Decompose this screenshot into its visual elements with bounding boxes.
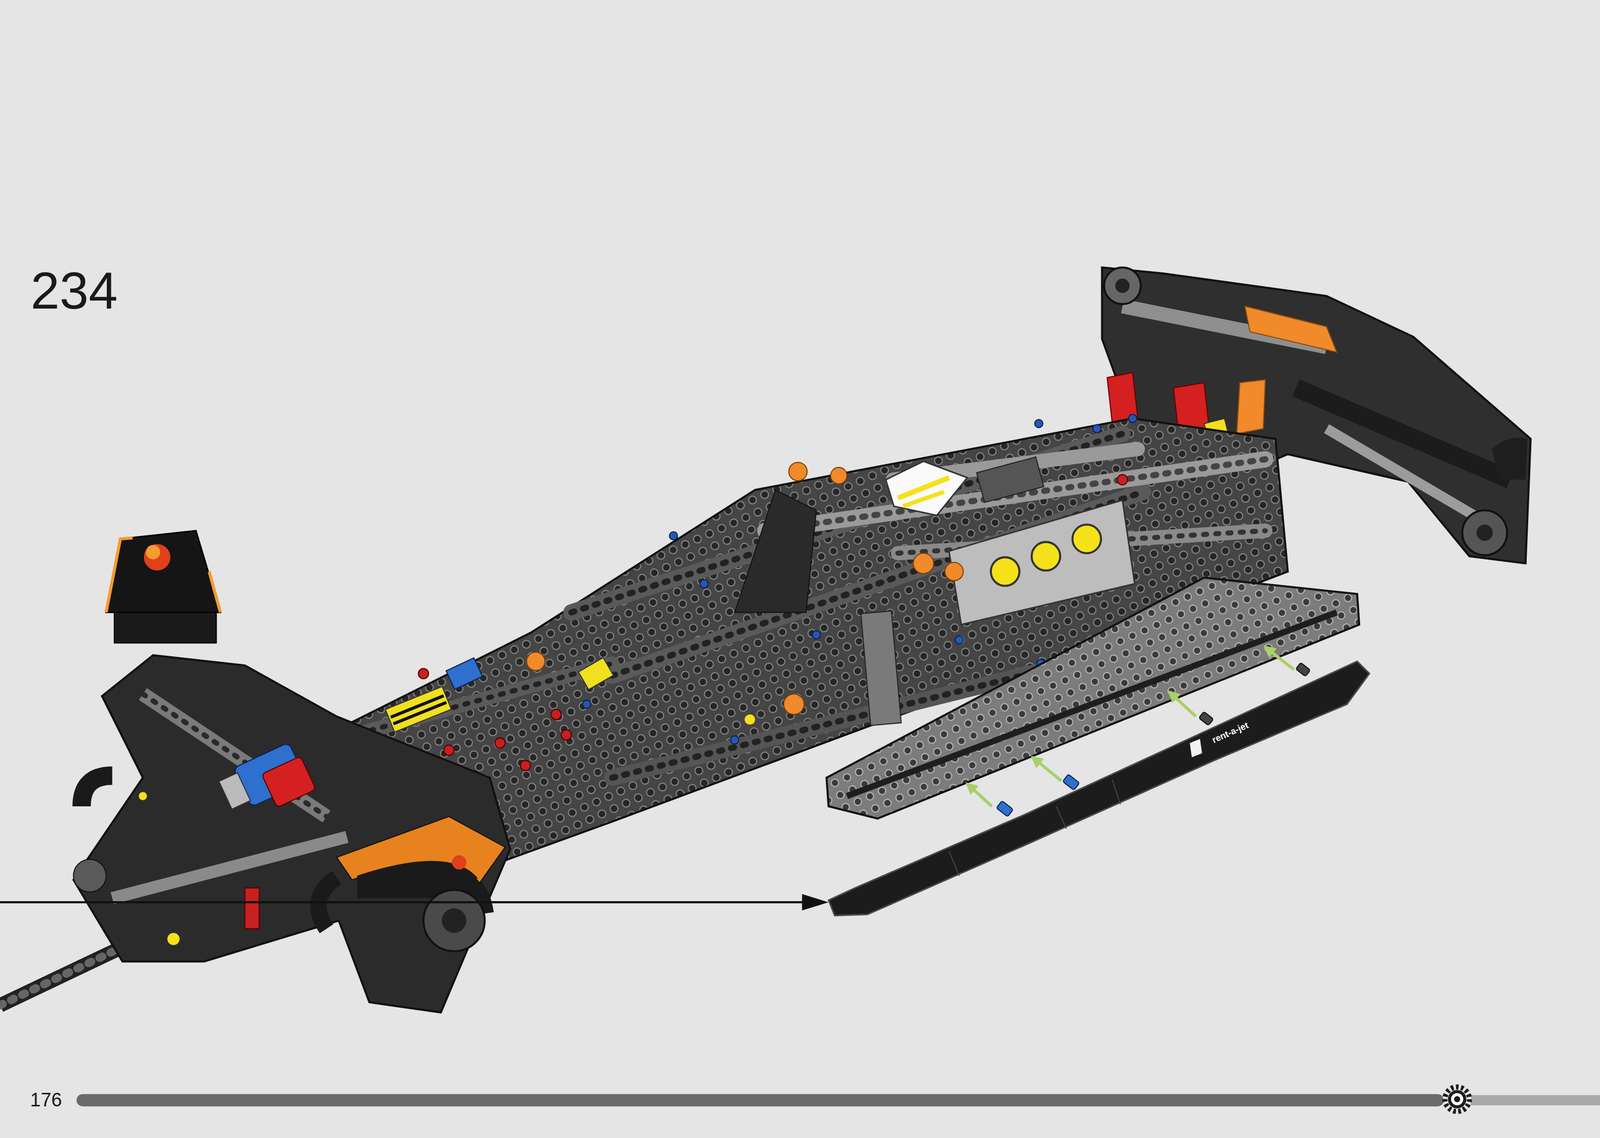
leader-arrow — [0, 894, 829, 911]
progress-bar — [76, 1084, 1600, 1114]
side-sill — [828, 661, 1370, 916]
step-number: 234 — [30, 264, 118, 317]
front-section — [73, 530, 510, 1013]
page-number: 176 — [30, 1090, 62, 1110]
